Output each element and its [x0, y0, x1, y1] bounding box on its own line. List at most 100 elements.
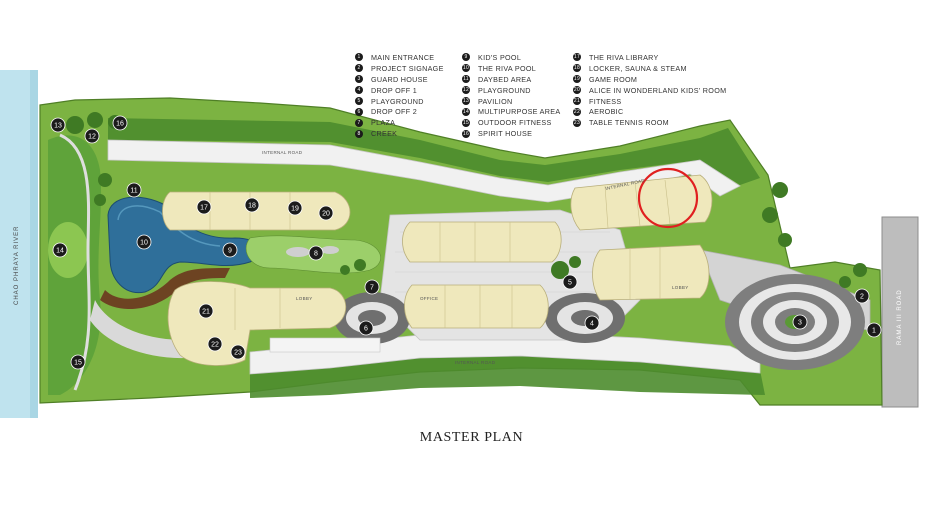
- marker-dot: [358, 320, 374, 336]
- marker-label: 4: [590, 321, 594, 328]
- marker-dot: [70, 354, 86, 370]
- internal-road-north: [107, 139, 741, 203]
- marker-dot: [112, 115, 128, 131]
- marker-label: 18: [248, 203, 256, 210]
- map-marker-3: 3: [792, 314, 808, 330]
- marker-dot: [308, 245, 324, 261]
- map-marker-19: 19: [287, 200, 303, 216]
- marker-label: 3: [798, 320, 802, 327]
- drop-off-1-roundabout: [725, 274, 865, 370]
- marker-label: 20: [322, 211, 330, 218]
- marker-dot: [866, 322, 882, 338]
- marker-label: 15: [74, 360, 82, 367]
- marker-label: 19: [291, 206, 299, 213]
- marker-label: 1: [872, 328, 876, 335]
- building-central-north: [402, 221, 562, 263]
- map-marker-14: 14: [52, 242, 68, 258]
- marker-dot: [196, 199, 212, 215]
- marker-label: 23: [234, 350, 242, 357]
- marker-dot: [230, 344, 246, 360]
- map-marker-7: 7: [364, 279, 380, 295]
- marker-dot: [207, 336, 223, 352]
- map-marker-4: 4: [584, 315, 600, 331]
- marker-dot: [318, 205, 334, 221]
- marker-label: 22: [211, 342, 219, 349]
- marker-dot: [222, 242, 238, 258]
- building-central-south: [404, 284, 549, 329]
- internal-road-label-south: INTERNAL ROAD: [455, 360, 496, 365]
- map-marker-10: 10: [136, 234, 152, 250]
- map-marker-15: 15: [70, 354, 86, 370]
- map-marker-1: 1: [866, 322, 882, 338]
- marker-dot: [136, 234, 152, 250]
- map-marker-20: 20: [318, 205, 334, 221]
- marker-label: 6: [364, 326, 368, 333]
- map-marker-17: 17: [196, 199, 212, 215]
- map-marker-6: 6: [358, 320, 374, 336]
- multipurpose-lawn: [48, 222, 88, 278]
- building-east-lower: [592, 244, 710, 301]
- marker-dot: [792, 314, 808, 330]
- riverside-path: [59, 133, 91, 391]
- marker-label: 7: [370, 285, 374, 292]
- map-marker-18: 18: [244, 197, 260, 213]
- marker-label: 14: [56, 248, 64, 255]
- drop-off-4-oval: [545, 293, 625, 343]
- marker-label: 10: [140, 240, 148, 247]
- marker-dot: [364, 279, 380, 295]
- map-marker-22: 22: [207, 336, 223, 352]
- road-label: RAMA III ROAD: [897, 289, 903, 345]
- map-marker-9: 9: [222, 242, 238, 258]
- pool-deck: [100, 268, 230, 310]
- drop-off-2: [334, 292, 410, 344]
- marker-dot: [562, 274, 578, 290]
- map-marker-8: 8: [308, 245, 324, 261]
- map-marker-16: 16: [112, 115, 128, 131]
- marker-label: 9: [228, 248, 232, 255]
- marker-label: 5: [568, 280, 572, 287]
- marker-label: 16: [116, 121, 124, 128]
- highlight-circle: [637, 167, 699, 229]
- internal-road-label-north: INTERNAL ROAD: [262, 150, 303, 155]
- lobby-label-east: LOBBY: [672, 285, 689, 290]
- marker-dot: [584, 315, 600, 331]
- map-marker-13: 13: [50, 117, 66, 133]
- map-marker-12: 12: [84, 128, 100, 144]
- map-marker-2: 2: [854, 288, 870, 304]
- marker-dot: [287, 200, 303, 216]
- marker-label: 11: [130, 188, 137, 195]
- marker-dot: [84, 128, 100, 144]
- marker-dot: [126, 182, 142, 198]
- marker-dot: [854, 288, 870, 304]
- map-title: MASTER PLAN: [419, 430, 524, 445]
- marker-dot: [52, 242, 68, 258]
- lobby-label-west: LOBBY: [296, 296, 313, 301]
- map-marker-11: 11: [126, 182, 142, 198]
- office-label: OFFICE: [420, 296, 439, 301]
- building-east-upper: [570, 174, 713, 231]
- map-marker-23: 23: [230, 344, 246, 360]
- marker-label: 2: [860, 294, 864, 301]
